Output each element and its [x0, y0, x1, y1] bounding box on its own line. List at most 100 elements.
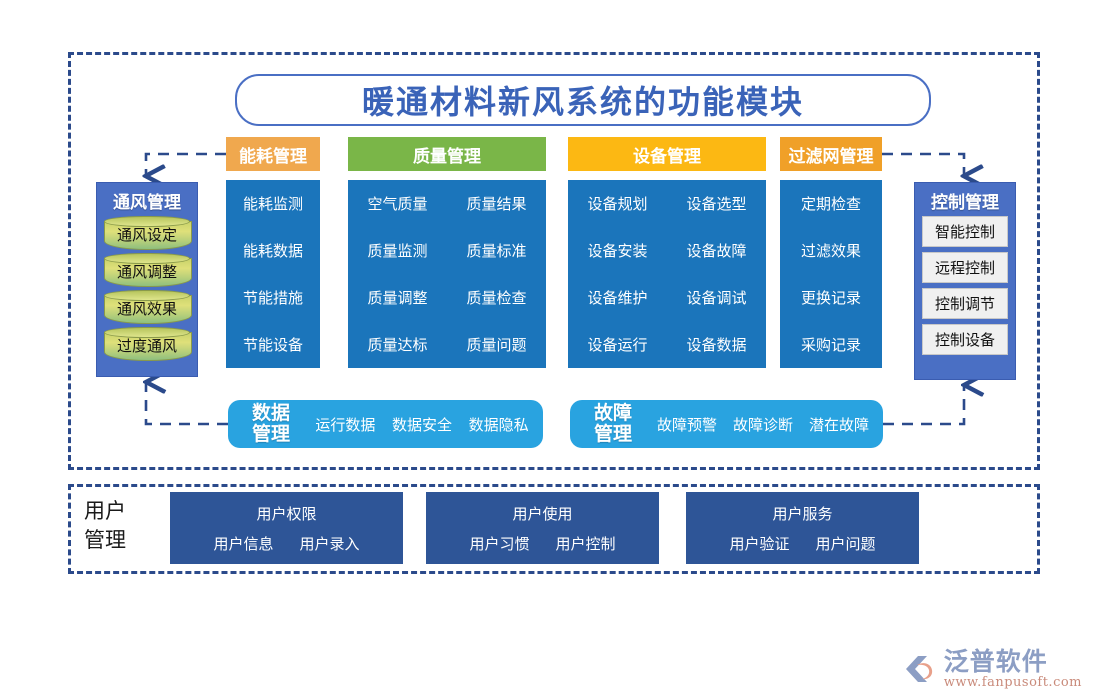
panel-cell[interactable]: 质量标准 — [466, 242, 527, 260]
panel-cell[interactable]: 设备调试 — [686, 289, 747, 307]
bar-item[interactable]: 数据隐私 — [468, 415, 529, 434]
user-box-item[interactable]: 用户录入 — [299, 534, 360, 553]
user-management-label: 用户 管理 — [84, 497, 144, 555]
panel-row: 能耗数据 — [226, 240, 320, 261]
panel-cell[interactable]: 过滤效果 — [800, 242, 861, 260]
panel-cell[interactable]: 能耗数据 — [242, 242, 303, 260]
panel-cell[interactable]: 空气质量 — [367, 195, 428, 213]
panel-cell[interactable]: 质量检查 — [466, 289, 527, 307]
panel-cell[interactable]: 质量达标 — [367, 336, 428, 354]
panel-row: 采购记录 — [780, 334, 882, 355]
panel-cell[interactable]: 质量问题 — [466, 336, 527, 354]
cylinder-top-icon — [104, 216, 190, 227]
column-header-filter[interactable]: 过滤网管理 — [780, 137, 882, 171]
cylinder-item[interactable]: 通风设定 — [104, 216, 192, 250]
bar-item[interactable]: 潜在故障 — [808, 415, 869, 434]
control-item[interactable]: 智能控制 — [922, 216, 1008, 247]
bar-item[interactable]: 故障诊断 — [732, 415, 793, 434]
column-header-energy[interactable]: 能耗管理 — [226, 137, 320, 171]
user-box-item[interactable]: 用户验证 — [729, 534, 790, 553]
panel-filter: 定期检查 过滤效果 更换记录 采购记录 — [780, 180, 882, 368]
user-box-item[interactable]: 用户控制 — [555, 534, 616, 553]
cylinder-label: 通风设定 — [116, 226, 177, 244]
logo-company-name: 泛普软件 — [943, 647, 1048, 676]
cylinder-label: 过度通风 — [116, 337, 177, 355]
user-box-item[interactable]: 用户习惯 — [469, 534, 530, 553]
main-diagram-frame — [68, 52, 1040, 470]
panel-row: 质量调整 质量检查 — [348, 287, 546, 308]
panel-cell[interactable]: 节能设备 — [242, 336, 303, 354]
panel-cell[interactable]: 设备运行 — [587, 336, 648, 354]
panel-cell[interactable]: 设备规划 — [587, 195, 648, 213]
control-item[interactable]: 远程控制 — [922, 252, 1008, 283]
panel-row: 节能措施 — [226, 287, 320, 308]
panel-cell[interactable]: 能耗监测 — [242, 195, 303, 213]
panel-equipment: 设备规划 设备选型 设备安装 设备故障 设备维护 设备调试 设备运行 设备数据 — [568, 180, 766, 368]
bar-item[interactable]: 故障预警 — [656, 415, 717, 434]
panel-row: 空气质量 质量结果 — [348, 193, 546, 214]
control-title: 控制管理 — [931, 193, 999, 213]
panel-row: 设备安装 设备故障 — [568, 240, 766, 261]
bar-title-line2: 管理 — [251, 423, 290, 445]
panel-row: 节能设备 — [226, 334, 320, 355]
panel-cell[interactable]: 更换记录 — [800, 289, 861, 307]
bar-title: 故障 管理 — [583, 403, 643, 445]
cylinder-item[interactable]: 过度通风 — [104, 327, 192, 361]
cylinder-label: 通风效果 — [116, 300, 177, 318]
panel-cell[interactable]: 设备维护 — [587, 289, 648, 307]
user-label-line2: 管理 — [84, 528, 126, 552]
bar-title-line2: 管理 — [593, 423, 632, 445]
panel-ventilation: 通风管理 通风设定 通风调整 通风效果 过度通风 — [96, 182, 198, 377]
panel-row: 质量达标 质量问题 — [348, 334, 546, 355]
user-box-permission: 用户权限 用户信息 用户录入 — [170, 492, 403, 564]
user-box-header: 用户权限 — [256, 504, 317, 523]
cylinder-top-icon — [104, 290, 190, 301]
user-section-frame — [68, 484, 1040, 574]
bar-data-management: 数据 管理 运行数据 数据安全 数据隐私 — [228, 400, 543, 448]
user-box-header: 用户服务 — [772, 504, 833, 523]
bar-item[interactable]: 数据安全 — [391, 415, 452, 434]
user-box-usage: 用户使用 用户习惯 用户控制 — [426, 492, 659, 564]
panel-cell[interactable]: 设备故障 — [686, 242, 747, 260]
panel-energy: 能耗监测 能耗数据 节能措施 节能设备 — [226, 180, 320, 368]
user-box-item[interactable]: 用户信息 — [213, 534, 274, 553]
cylinder-item[interactable]: 通风效果 — [104, 290, 192, 324]
bar-title-line1: 故障 — [593, 402, 632, 424]
panel-row: 设备运行 设备数据 — [568, 334, 766, 355]
panel-row: 质量监测 质量标准 — [348, 240, 546, 261]
panel-cell[interactable]: 质量监测 — [367, 242, 428, 260]
user-box-header: 用户使用 — [512, 504, 573, 523]
panel-cell[interactable]: 定期检查 — [800, 195, 861, 213]
user-box-service: 用户服务 用户验证 用户问题 — [686, 492, 919, 564]
panel-cell[interactable]: 节能措施 — [242, 289, 303, 307]
panel-cell[interactable]: 设备选型 — [686, 195, 747, 213]
user-box-item[interactable]: 用户问题 — [815, 534, 876, 553]
bar-item[interactable]: 运行数据 — [315, 415, 376, 434]
cylinder-item[interactable]: 通风调整 — [104, 253, 192, 287]
bar-title: 数据 管理 — [241, 403, 301, 445]
panel-control: 控制管理 智能控制 远程控制 控制调节 控制设备 — [914, 182, 1016, 380]
diagram-title-box: 暖通材料新风系统的功能模块 — [235, 74, 931, 126]
ventilation-title: 通风管理 — [113, 193, 181, 213]
user-label-line1: 用户 — [84, 499, 126, 523]
control-item[interactable]: 控制设备 — [922, 324, 1008, 355]
panel-cell[interactable]: 质量结果 — [466, 195, 527, 213]
panel-cell[interactable]: 质量调整 — [367, 289, 428, 307]
fanpu-logo-icon — [903, 652, 937, 686]
panel-cell[interactable]: 设备数据 — [686, 336, 747, 354]
page-title: 暖通材料新风系统的功能模块 — [361, 83, 804, 121]
column-header-quality[interactable]: 质量管理 — [348, 137, 546, 171]
panel-cell[interactable]: 采购记录 — [800, 336, 861, 354]
panel-row: 设备维护 设备调试 — [568, 287, 766, 308]
column-header-equipment[interactable]: 设备管理 — [568, 137, 766, 171]
brand-logo: 泛普软件 www.fanpusoft.com — [903, 648, 1082, 690]
panel-row: 能耗监测 — [226, 193, 320, 214]
panel-cell[interactable]: 设备安装 — [587, 242, 648, 260]
logo-url: www.fanpusoft.com — [943, 675, 1082, 690]
panel-row: 设备规划 设备选型 — [568, 193, 766, 214]
logo-text-block: 泛普软件 www.fanpusoft.com — [944, 648, 1082, 690]
control-item[interactable]: 控制调节 — [922, 288, 1008, 319]
panel-row: 更换记录 — [780, 287, 882, 308]
bar-fault-management: 故障 管理 故障预警 故障诊断 潜在故障 — [570, 400, 883, 448]
